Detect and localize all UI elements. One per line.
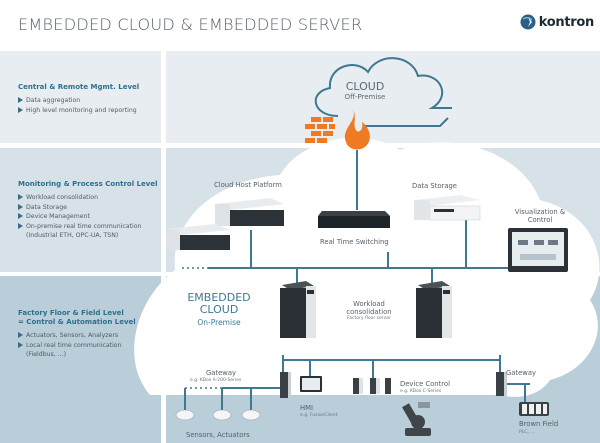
gateway-right-device (496, 372, 507, 396)
workload-label: Workload consolidation Factory floor ser… (346, 300, 392, 321)
device-control-modules (353, 378, 391, 394)
level-monitoring: Monitoring & Process Control Level Workl… (18, 180, 168, 241)
device-control-sublabel: e.g. KBox C-Series (400, 389, 442, 394)
level-item: Device Management (18, 212, 168, 222)
cloud-host-server-2 (166, 224, 230, 250)
bullet-triangle-icon (18, 222, 23, 229)
data-storage-device (414, 195, 481, 221)
cloud-off-premise-label: CLOUD Off-Premise (330, 80, 400, 101)
level-title: Central & Remote Mgmt. Level (18, 83, 140, 91)
workload-server-right (416, 281, 452, 338)
brown-field-sublabel: PLC, ... (519, 430, 535, 435)
bullet-triangle-icon (18, 97, 23, 103)
bullet-triangle-icon (18, 213, 23, 219)
cloud-off-premise-outline (314, 57, 452, 117)
brown-field-plc-icon (519, 402, 549, 416)
gateway-left-sublabel: e.g. KBox A-200-Series (190, 378, 242, 383)
level-mgmt: Central & Remote Mgmt. Level Data aggreg… (18, 83, 168, 115)
level-item-continuation: (Fieldbus, ...) (26, 351, 67, 358)
bullet-triangle-icon (18, 194, 23, 200)
level-item: Data aggregation (18, 96, 168, 106)
cloud-host-platform-label: Cloud Host Platform (214, 181, 282, 189)
level-item: High level monitoring and reporting (18, 106, 168, 116)
device-control-label: Device Control (400, 380, 450, 388)
level-title: Factory Floor & Field Level (18, 309, 124, 317)
bullet-triangle-icon (18, 106, 23, 113)
hmi-device (300, 376, 322, 392)
level-item: Local real time communication (18, 341, 168, 351)
sensor-icons (175, 409, 261, 421)
cloud-subtitle: Off-Premise (344, 93, 386, 101)
cloud-connection-line (365, 117, 449, 127)
cloud-title: CLOUD (345, 80, 385, 93)
band-mgmt-right (166, 51, 600, 143)
kontron-logo: kontron (520, 14, 594, 30)
level-title-line2: = Control & Automation Level (18, 318, 136, 326)
data-storage-label: Data Storage (412, 182, 457, 190)
band-field-left (0, 276, 161, 443)
real-time-switch (318, 211, 390, 228)
level-item: Actuators, Sensors, Analyzers (18, 331, 168, 341)
robot-arm-icon (402, 402, 431, 436)
gateway-left-label: Gateway (206, 369, 237, 377)
kontron-logo-text: kontron (538, 14, 595, 30)
bullet-triangle-icon (18, 203, 23, 210)
real-time-switching-label: Real Time Switching (320, 238, 389, 246)
band-mgmt-left (0, 51, 161, 143)
sensors-actuators-label: Sensors, Actuators (186, 431, 250, 439)
embedded-cloud-label: EMBEDDED CLOUD On-Premise (187, 291, 251, 328)
visualization-panel (508, 228, 568, 272)
level-item: Data Storage (18, 203, 168, 213)
firewall-icon (305, 117, 335, 143)
level-item: On-premise real time communication (18, 222, 168, 232)
band-monitoring-left (0, 148, 161, 272)
brown-field-label: Brown Field (519, 420, 559, 428)
level-title: Monitoring & Process Control Level (18, 180, 158, 188)
visualization-label: Visualization & Control (514, 208, 566, 224)
level-item: Workload consolidation (18, 193, 168, 203)
level-field: Factory Floor & Field Level = Control & … (18, 309, 168, 360)
page-title: EMBEDDED CLOUD & EMBEDDED SERVER (18, 15, 363, 34)
flame-icon (344, 108, 370, 150)
gateway-right-label: Gateway (506, 369, 537, 377)
hmi-label: HMI (300, 404, 313, 412)
bullet-triangle-icon (18, 332, 23, 338)
level-item-continuation: (Industrial ETH, OPC-UA, TSN) (26, 232, 119, 239)
hmi-sublabel: e.g. FusionClient (300, 413, 338, 418)
workload-server-left (280, 281, 316, 338)
bullet-triangle-icon (18, 341, 23, 348)
kontron-logo-icon (520, 14, 536, 30)
gateway-left-device (280, 372, 291, 398)
cloud-host-server-1 (215, 198, 284, 226)
